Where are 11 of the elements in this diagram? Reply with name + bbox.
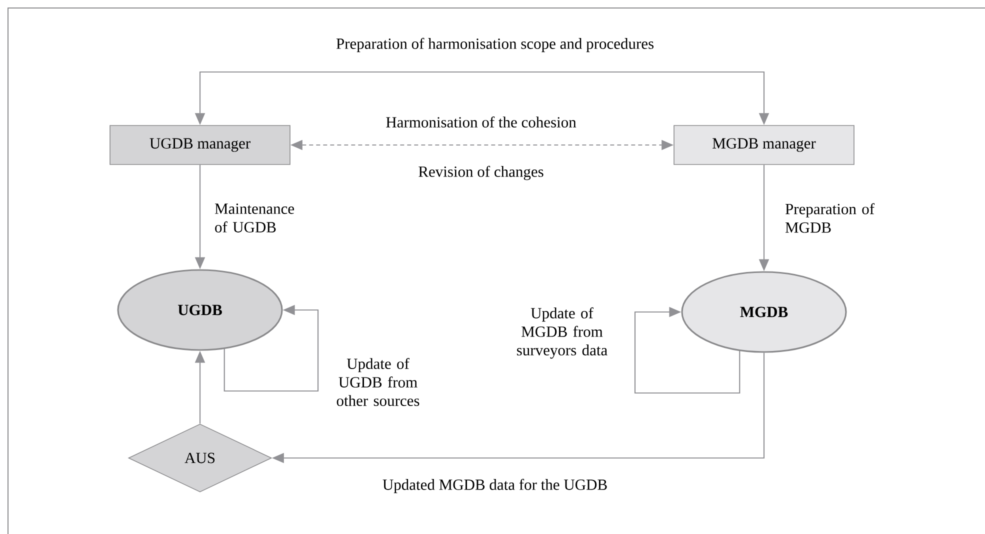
manager-box: UGDB manager: [110, 125, 290, 165]
edge-label: Update of UGDB from other sources: [336, 358, 420, 406]
edge-label: Harmonisation of the cohesion: [386, 116, 576, 128]
edge-label: Maintenance of UGDB: [214, 204, 294, 232]
edge-label: Preparation of harmonisation scope and procedures: [336, 38, 654, 52]
edge-label: Updated MGDB data for the UGDB: [382, 478, 607, 494]
manager-box: MGDB manager: [674, 125, 854, 165]
edge-label: Update of MGDB from surveyors data: [517, 307, 608, 359]
note-label: Revision of changes: [418, 166, 544, 180]
arrow: [634, 306, 740, 394]
edge-label: Preparation of MGDB: [785, 203, 875, 233]
